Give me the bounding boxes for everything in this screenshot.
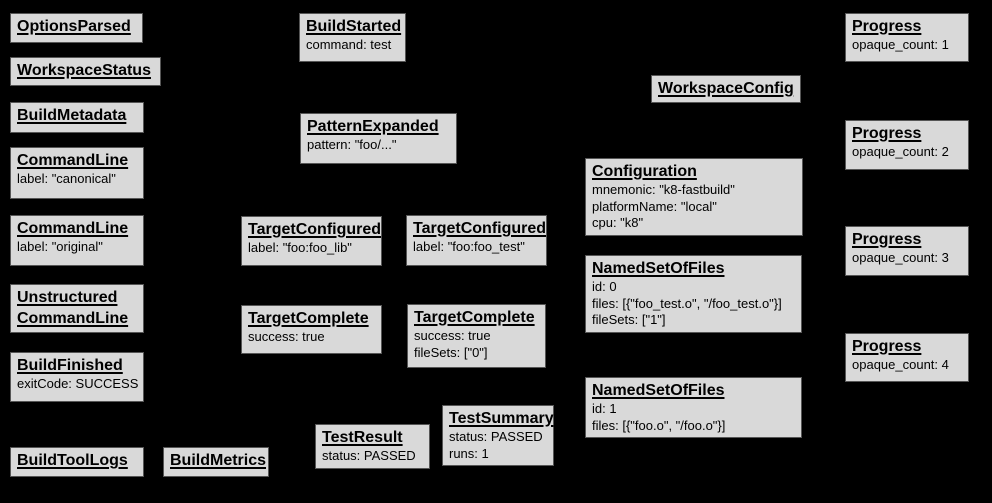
event-title: BuildMetadata [17,107,127,124]
event-detail: cpu: "k8" [592,215,644,230]
event-box-target-complete-foo-lib: TargetComplete success: true [241,305,382,354]
event-box-test-summary: TestSummary status: PASSED runs: 1 [442,405,554,466]
event-box-build-tool-logs: BuildToolLogs [10,447,144,477]
event-title: Configuration [592,163,697,180]
event-box-build-metrics: BuildMetrics [163,447,269,477]
event-title: WorkspaceStatus [17,62,151,79]
event-detail: fileSets: ["1"] [592,312,666,327]
event-title: Progress [852,338,922,355]
event-box-progress-3: Progress opaque_count: 3 [845,226,969,276]
event-detail: mnemonic: "k8-fastbuild" [592,182,735,197]
event-detail: success: true [248,329,325,344]
event-detail: opaque_count: 2 [852,144,949,159]
event-title: BuildToolLogs [17,452,128,469]
event-detail: id: 0 [592,279,617,294]
event-box-options-parsed: OptionsParsed [10,13,143,43]
event-box-command-line-original: CommandLine label: "original" [10,215,144,266]
event-box-build-finished: BuildFinished exitCode: SUCCESS [10,352,144,402]
event-box-target-configured-foo-test: TargetConfigured label: "foo:foo_test" [406,215,547,266]
event-title: Progress [852,231,922,248]
event-title: NamedSetOfFiles [592,382,725,399]
event-box-build-metadata: BuildMetadata [10,102,144,133]
event-detail: files: [{"foo_test.o", "/foo_test.o"}] [592,295,782,311]
event-detail: status: PASSED [322,448,416,463]
event-title: WorkspaceConfig [658,80,794,97]
event-box-progress-4: Progress opaque_count: 4 [845,333,969,382]
event-title: Unstructured CommandLine [17,289,129,327]
event-title: CommandLine [17,220,129,237]
event-detail: pattern: "foo/..." [307,137,397,152]
event-title: TargetComplete [248,310,369,327]
event-detail: fileSets: ["0"] [414,344,488,360]
event-detail: label: "foo:foo_lib" [248,240,352,255]
event-box-target-complete-foo-test: TargetComplete success: true fileSets: [… [407,304,546,368]
event-detail: opaque_count: 3 [852,250,949,265]
event-detail: label: "canonical" [17,171,116,186]
event-box-workspace-status: WorkspaceStatus [10,57,161,86]
event-box-progress-2: Progress opaque_count: 2 [845,120,969,170]
event-title: BuildMetrics [170,452,267,469]
event-title: TargetComplete [414,309,535,326]
event-title: CommandLine [17,152,129,169]
event-detail: platformName: "local" [592,198,717,214]
event-title: TestSummary [449,410,554,427]
event-detail: files: [{"foo.o", "/foo.o"}] [592,417,726,433]
event-box-named-set-of-files-1: NamedSetOfFiles id: 1 files: [{"foo.o", … [585,377,802,438]
event-box-named-set-of-files-0: NamedSetOfFiles id: 0 files: [{"foo_test… [585,255,802,333]
event-title: OptionsParsed [17,18,131,35]
event-title: BuildFinished [17,357,123,374]
event-detail: label: "original" [17,239,103,254]
event-title: Progress [852,125,922,142]
event-box-workspace-config: WorkspaceConfig [651,75,801,103]
event-detail: status: PASSED [449,429,543,444]
event-box-unstructured-command-line: Unstructured CommandLine [10,284,144,333]
event-title: TestResult [322,429,403,446]
event-detail: opaque_count: 1 [852,37,949,52]
event-detail: success: true [414,328,491,343]
event-detail: label: "foo:foo_test" [413,239,525,254]
event-box-test-result: TestResult status: PASSED [315,424,430,469]
event-box-progress-1: Progress opaque_count: 1 [845,13,969,62]
event-box-command-line-canonical: CommandLine label: "canonical" [10,147,144,199]
event-detail: exitCode: SUCCESS [17,376,139,391]
event-detail: runs: 1 [449,445,489,461]
event-box-build-started: BuildStarted command: test [299,13,406,62]
event-title: NamedSetOfFiles [592,260,725,277]
event-box-pattern-expanded: PatternExpanded pattern: "foo/..." [300,113,457,164]
event-detail: id: 1 [592,401,617,416]
event-title: TargetConfigured [413,220,547,237]
event-title: TargetConfigured [248,221,382,238]
event-box-configuration: Configuration mnemonic: "k8-fastbuild" p… [585,158,803,236]
event-title: Progress [852,18,922,35]
event-detail: command: test [306,37,392,52]
event-box-target-configured-foo-lib: TargetConfigured label: "foo:foo_lib" [241,216,382,266]
event-detail: opaque_count: 4 [852,357,949,372]
event-title: PatternExpanded [307,118,439,135]
event-title: BuildStarted [306,18,402,35]
